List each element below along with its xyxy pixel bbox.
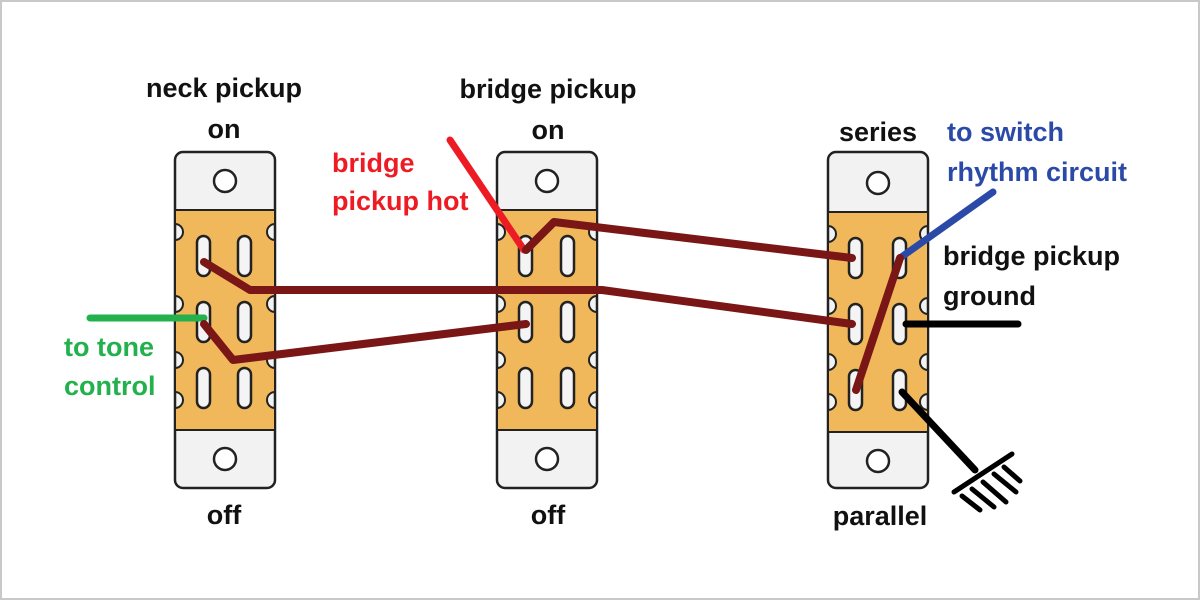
- neck-on-label: on: [208, 114, 241, 144]
- lug[interactable]: [559, 300, 576, 344]
- bridge-hot-label-2: pickup hot: [332, 186, 469, 216]
- wire-neck-to-series: [200, 258, 856, 328]
- mount-hole-bottom: [865, 448, 891, 474]
- wire-series-jumper: [852, 254, 904, 394]
- tone-label-1: to tone: [64, 332, 154, 362]
- switch-neck[interactable]: [173, 150, 277, 490]
- rhythm-wire: [896, 188, 997, 262]
- wire-neck-to-bridge: [200, 320, 530, 364]
- parallel-label: parallel: [833, 501, 928, 531]
- mount-hole-top: [865, 170, 891, 196]
- lug[interactable]: [559, 234, 576, 278]
- bridge-on-label: on: [532, 115, 565, 145]
- lug[interactable]: [236, 234, 253, 278]
- mount-hole-top: [212, 168, 238, 194]
- neck-title: neck pickup: [146, 73, 302, 103]
- series-label: series: [839, 117, 917, 147]
- lug[interactable]: [559, 366, 576, 410]
- mount-hole-bottom: [212, 446, 238, 472]
- bridge-off-label: off: [531, 500, 566, 530]
- lug[interactable]: [236, 300, 253, 344]
- ground-label-2: ground: [943, 281, 1036, 311]
- bridge-title: bridge pickup: [459, 74, 636, 104]
- earth-wire: [898, 388, 979, 474]
- bridge-hot-wire: [446, 136, 528, 254]
- switch-body: [496, 209, 598, 431]
- lugs: [195, 234, 253, 410]
- lugs: [847, 236, 908, 412]
- ground-symbol-icon: [951, 451, 1023, 513]
- switch-bridge[interactable]: [495, 150, 599, 490]
- rhythm-label-2: rhythm circuit: [947, 157, 1127, 187]
- wire-bridge-to-series: [522, 218, 856, 262]
- mount-hole-top: [534, 168, 560, 194]
- mount-hole-bottom: [534, 446, 560, 472]
- wires: [86, 136, 1022, 474]
- lug[interactable]: [517, 366, 534, 410]
- lug[interactable]: [195, 366, 212, 410]
- annotations: bridge pickup hot to tone control to swi…: [64, 117, 1127, 401]
- neck-off-label: off: [207, 500, 242, 530]
- tone-label-2: control: [64, 371, 156, 401]
- lug[interactable]: [236, 366, 253, 410]
- lugs: [517, 234, 576, 410]
- bridge-hot-label-1: bridge: [332, 148, 415, 178]
- rhythm-label-1: to switch: [947, 117, 1064, 147]
- labels: neck pickup on off bridge pickup on off …: [146, 73, 927, 531]
- lug[interactable]: [195, 234, 212, 278]
- ground-label-1: bridge pickup: [943, 241, 1120, 271]
